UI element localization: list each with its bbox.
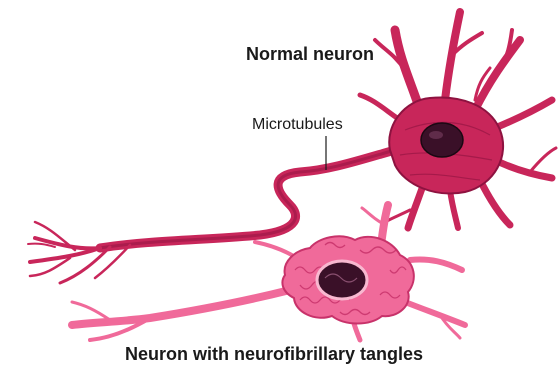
normal-neuron-label: Normal neuron — [246, 44, 374, 65]
normal-nucleus — [421, 123, 463, 157]
tangled-nucleus — [317, 261, 367, 299]
tangled-neuron-label: Neuron with neurofibrillary tangles — [125, 344, 423, 365]
microtubules-label: Microtubules — [252, 116, 343, 134]
